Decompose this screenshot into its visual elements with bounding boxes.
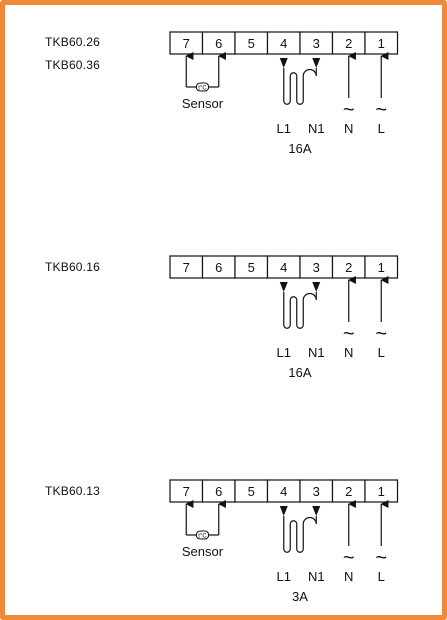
terminal-number: 2 <box>345 260 352 275</box>
terminal-number: 4 <box>280 36 287 51</box>
terminal-number: 7 <box>183 260 190 275</box>
heater-coil <box>283 292 317 329</box>
terminal-number: 5 <box>248 484 255 499</box>
load-arrow-head <box>279 58 288 68</box>
ac-tilde: ~ <box>343 547 355 569</box>
model-label: TKB60.16 <box>45 260 100 274</box>
current-rating: 16A <box>288 365 311 380</box>
sensor-label: Sensor <box>182 544 224 559</box>
load-label-l1: L1 <box>277 569 291 584</box>
terminal-number: 1 <box>378 36 385 51</box>
terminal-number: 4 <box>280 484 287 499</box>
terminal-number: 3 <box>313 36 320 51</box>
load-arrow-head <box>312 58 321 68</box>
load-label-l1: L1 <box>277 121 291 136</box>
ac-tilde: ~ <box>375 323 387 345</box>
heater-coil <box>283 68 317 105</box>
load-arrow-head <box>312 282 321 292</box>
terminal-number: 2 <box>345 36 352 51</box>
ac-tilde: ~ <box>343 99 355 121</box>
sensor-symbol <box>195 82 210 92</box>
supply-label-n: N <box>344 569 353 584</box>
model-label: TKB60.36 <box>45 58 100 72</box>
supply-label-l: L <box>378 121 385 136</box>
current-rating: 16A <box>288 141 311 156</box>
terminal-number: 2 <box>345 484 352 499</box>
heater-coil <box>283 516 317 553</box>
load-arrow-head <box>312 506 321 516</box>
terminal-number: 7 <box>183 36 190 51</box>
load-label-n1: N1 <box>308 345 325 360</box>
ac-tilde: ~ <box>343 323 355 345</box>
terminal-number: 1 <box>378 260 385 275</box>
supply-label-l: L <box>378 569 385 584</box>
terminal-number: 4 <box>280 260 287 275</box>
terminal-number: 7 <box>183 484 190 499</box>
load-label-n1: N1 <box>308 121 325 136</box>
model-label: TKB60.13 <box>45 484 100 498</box>
load-label-n1: N1 <box>308 569 325 584</box>
sensor-symbol-text: t°C <box>198 534 207 540</box>
current-rating: 3A <box>292 589 308 604</box>
sensor-symbol-text: t°C <box>198 86 207 92</box>
terminal-number: 1 <box>378 484 385 499</box>
terminal-number: 3 <box>313 484 320 499</box>
load-arrow-head <box>279 282 288 292</box>
terminal-number: 3 <box>313 260 320 275</box>
terminal-number: 6 <box>215 260 222 275</box>
load-arrow-head <box>279 506 288 516</box>
supply-label-n: N <box>344 121 353 136</box>
terminal-number: 6 <box>215 36 222 51</box>
terminal-number: 5 <box>248 260 255 275</box>
load-label-l1: L1 <box>277 345 291 360</box>
model-label: TKB60.26 <box>45 35 100 49</box>
supply-label-l: L <box>378 345 385 360</box>
ac-tilde: ~ <box>375 99 387 121</box>
supply-label-n: N <box>344 345 353 360</box>
terminal-number: 6 <box>215 484 222 499</box>
sensor-label: Sensor <box>182 96 224 111</box>
sensor-symbol <box>195 530 210 540</box>
terminal-number: 5 <box>248 36 255 51</box>
ac-tilde: ~ <box>375 547 387 569</box>
